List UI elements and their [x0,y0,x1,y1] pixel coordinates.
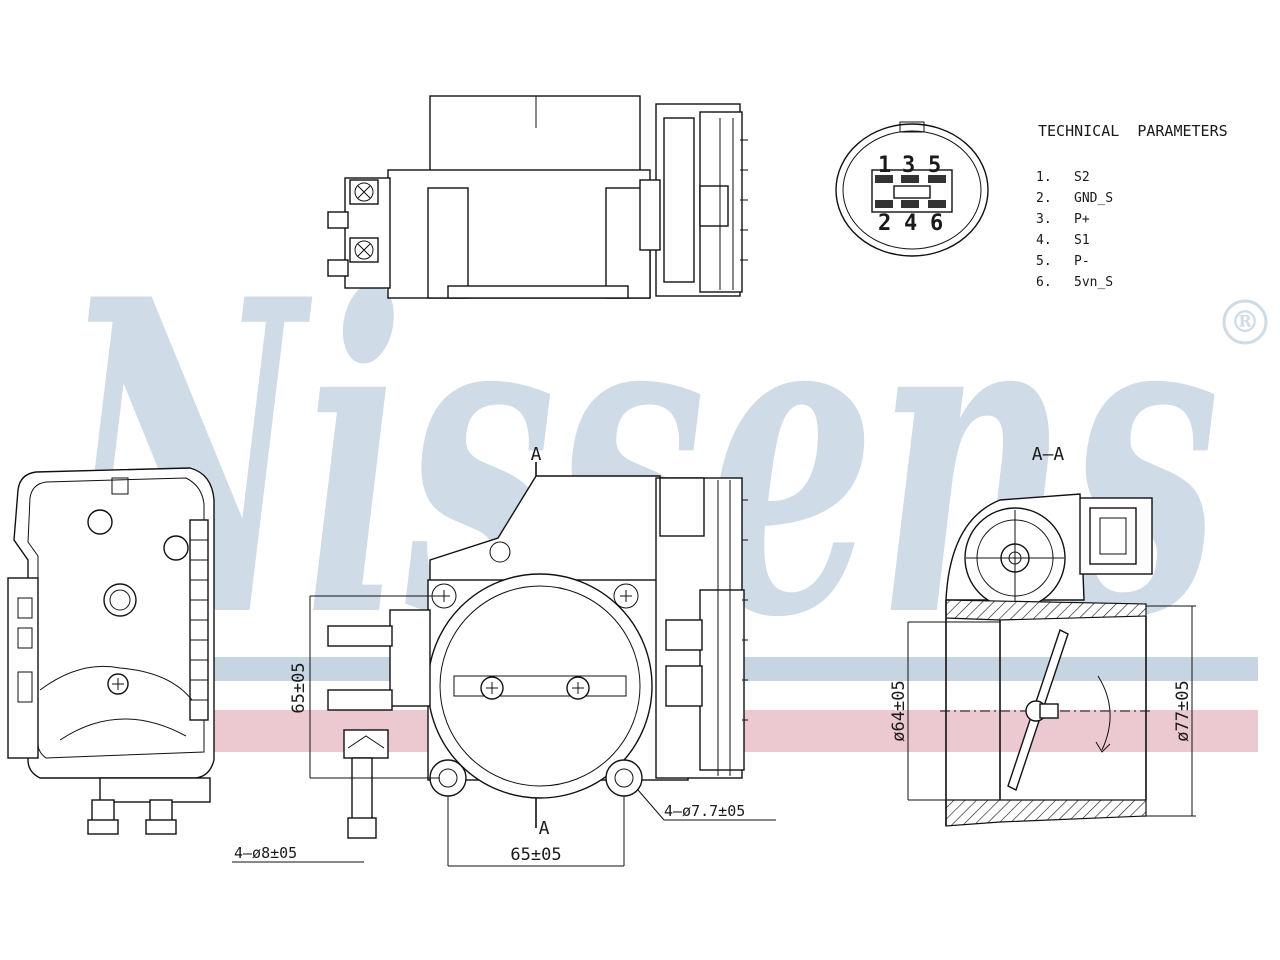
pin-signal-name: GND_S [1074,191,1113,206]
pin-number: 6. [1036,275,1052,290]
dim-outer-dia-label: ø77±05 [1173,680,1193,741]
pin-signal-name: P- [1074,254,1090,269]
section-mark-top: A [531,444,542,465]
technical-parameters-title: TECHNICAL PARAMETERS [1038,122,1228,140]
connector-pin-3: 3 [902,153,915,178]
pin-number: 3. [1036,212,1052,227]
dim-width-label: 65±05 [510,845,561,865]
dim-height-label: 65±05 [289,662,309,713]
pin-signal-name: 5vn_S [1074,275,1113,290]
section-mark-bottom: A [539,818,550,839]
registered-mark: ® [1230,305,1260,340]
section-view: A—A ø64±05 ø77±05 [889,444,1196,827]
registered-mark-circle [1222,299,1268,345]
left-side-view [7,467,215,835]
pin-signal-name: P+ [1074,212,1090,227]
connector-pin-5: 5 [928,153,941,178]
front-view: A A 65±05 [232,444,776,867]
connector-face: 1 3 5 2 4 6 [835,121,989,257]
dim-mount-holes-label: 4—ø7.7±05 [664,802,745,820]
technical-parameters: TECHNICAL PARAMETERS 1. S2 2. GND_S 3. P+ 4. S1… [1036,122,1228,290]
pin-number: 5. [1036,254,1052,269]
connector-pin-1: 1 [878,153,891,178]
pin-signal-name: S2 [1074,170,1090,185]
connector-pin-2: 2 [878,211,891,236]
dim-pin-holes-label: 4—ø8±05 [234,844,297,862]
pin-number: 1. [1036,170,1052,185]
pin-number: 4. [1036,233,1052,248]
connector-pin-4: 4 [904,211,917,236]
pin-number: 2. [1036,191,1052,206]
pin-list: 1. S2 2. GND_S 3. P+ 4. S1 5. P- 6. 5vn_S [1036,170,1113,290]
connector-pin-6: 6 [930,211,943,236]
pin-signal-name: S1 [1074,233,1090,248]
section-view-label: A—A [1032,444,1065,465]
top-view [327,95,748,299]
dim-inner-dia-label: ø64±05 [889,680,909,741]
